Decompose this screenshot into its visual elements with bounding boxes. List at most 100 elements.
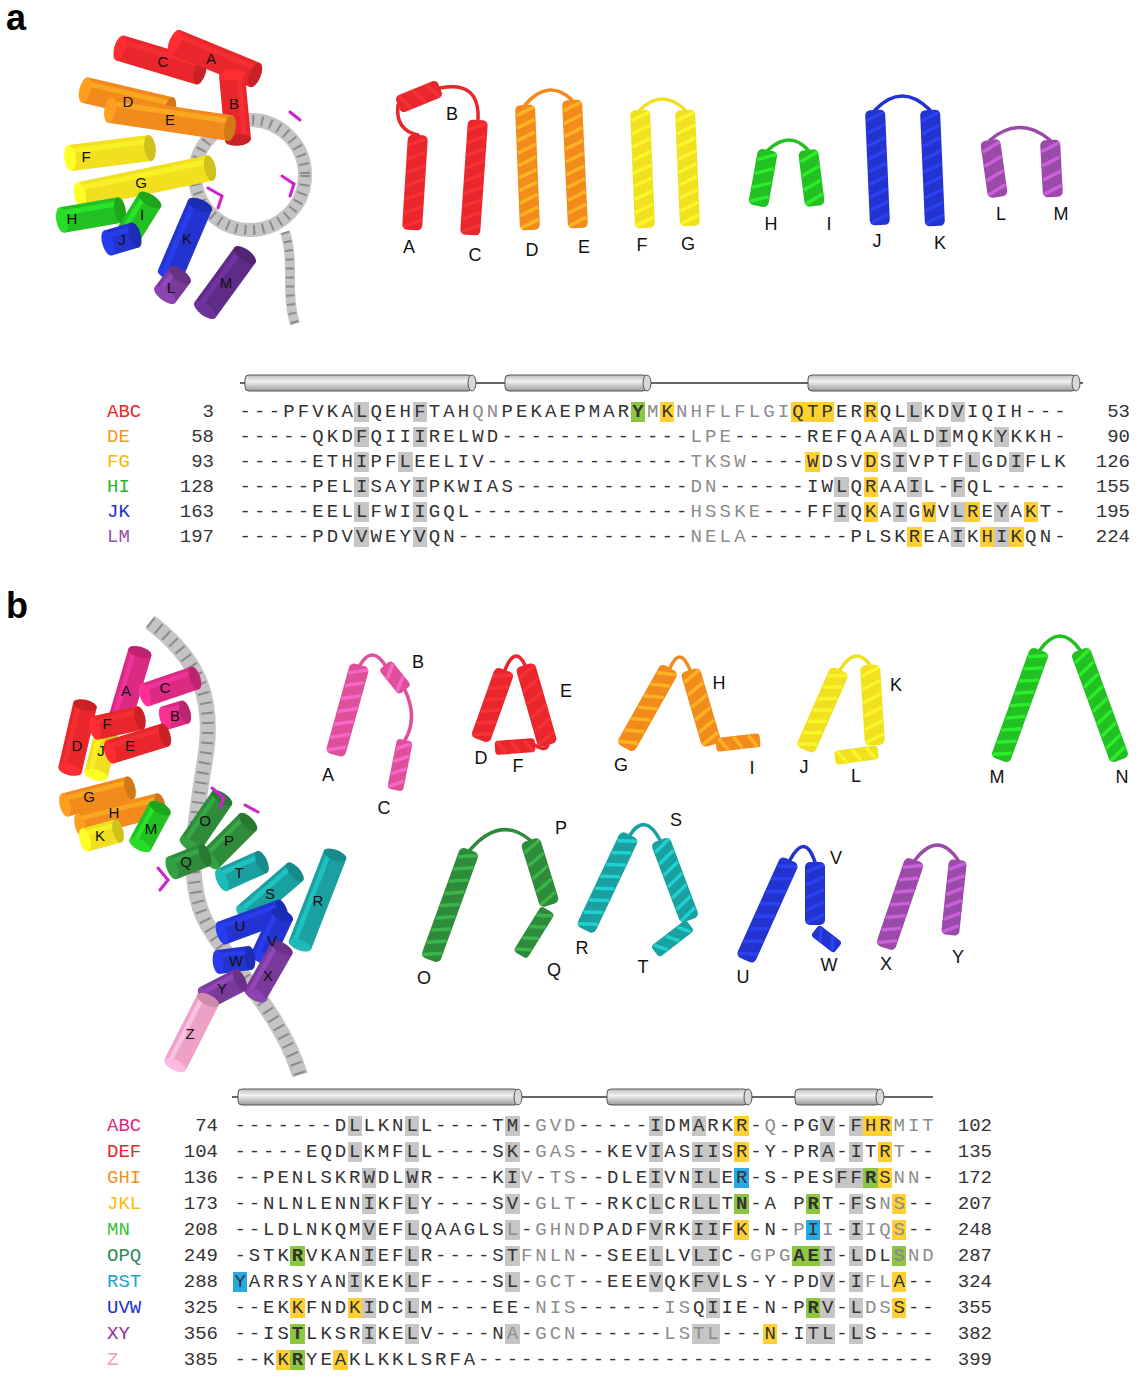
ribbon-turn	[674, 896, 694, 910]
helix-bar	[238, 1089, 518, 1105]
helix-label: G	[681, 235, 695, 253]
residue: I	[706, 1142, 720, 1162]
residue: K	[505, 1142, 519, 1162]
residue: -	[573, 477, 588, 497]
residue: K	[677, 1220, 691, 1240]
ribbon-turn	[497, 741, 506, 754]
residue: Q	[965, 477, 980, 497]
residue: F	[951, 452, 966, 472]
residue: H	[689, 402, 704, 422]
ribbon-turn	[467, 135, 486, 144]
residue: L	[878, 1272, 892, 1292]
ribbon-turn	[681, 215, 699, 224]
helix-label: D	[72, 738, 83, 753]
residue: -	[591, 1194, 605, 1214]
sequence-alignment: -----PDVVWEYVQN----------------NELA-----…	[238, 526, 1067, 548]
helix-label: Y	[217, 981, 227, 996]
helix-label: I	[826, 215, 831, 233]
ligand	[158, 112, 300, 890]
residue: -	[591, 1350, 605, 1370]
helix-ribbon	[630, 110, 655, 229]
ribbon-turn	[679, 189, 697, 198]
residue: P	[792, 1194, 806, 1214]
helix-label: K	[182, 231, 192, 246]
residue: L	[354, 502, 369, 522]
ribbon-turn	[738, 946, 758, 961]
ribbon-turn	[677, 138, 695, 147]
ribbon-turn	[517, 119, 535, 128]
ribbon-turn	[814, 927, 828, 941]
helix-label: T	[234, 865, 243, 880]
residue: -	[791, 452, 806, 472]
residue: V	[820, 1116, 834, 1136]
residue: N	[892, 1168, 906, 1188]
residue: P	[591, 1220, 605, 1240]
cylinder-body	[289, 851, 346, 950]
residue: S	[491, 1194, 505, 1214]
ribbon-turn	[612, 845, 632, 860]
ribbon-turn	[407, 164, 425, 173]
cylinder-cap	[57, 762, 83, 778]
residue: F	[354, 427, 369, 447]
residue: F	[520, 1246, 534, 1266]
residue: H	[689, 502, 704, 522]
ribbon-turn	[682, 670, 702, 683]
residue: D	[333, 1298, 347, 1318]
ribbon-turn	[534, 879, 554, 892]
residue: N	[319, 1298, 333, 1318]
ribbon-turn	[536, 732, 556, 745]
ribbon-turn	[518, 144, 536, 153]
sequence-alignment: --PENLSKRWDLWR----KIV-TS--DLEIVNILER-S-P…	[233, 1167, 935, 1189]
helix-cylinder	[151, 263, 194, 308]
helix-cylinder	[63, 134, 158, 171]
residue: Q	[663, 1272, 677, 1292]
ribbon-turn	[652, 839, 672, 853]
ribbon-turn	[563, 102, 581, 111]
cylinder-cap	[165, 28, 185, 56]
cylinder-cap	[245, 61, 265, 89]
helix-ribbon	[576, 831, 639, 935]
residue: -	[631, 502, 646, 522]
residue: A	[1009, 502, 1024, 522]
ribbon-turn	[948, 874, 965, 884]
residue: I	[362, 1298, 376, 1318]
residue: F	[835, 1168, 849, 1188]
ribbon-turn	[799, 152, 818, 162]
residue: S	[563, 1298, 577, 1318]
residue: C	[548, 1324, 562, 1344]
ribbon-turn	[518, 157, 536, 166]
residue: C	[663, 1194, 677, 1214]
sequence-alignment: -----PELISAYIPKWIAS------------DN------I…	[238, 476, 1067, 498]
residue: E	[606, 1272, 620, 1292]
residue: L	[718, 402, 733, 422]
residue: -	[835, 1298, 849, 1318]
residue: -	[563, 1350, 577, 1370]
residue: -	[529, 477, 544, 497]
ribbon-turn	[805, 194, 824, 204]
ribbon-turn	[566, 153, 584, 162]
residue: S	[677, 1324, 691, 1344]
residue: -	[591, 1298, 605, 1318]
residue: -	[514, 427, 529, 447]
residue: -	[477, 1194, 491, 1214]
residue: I	[413, 502, 428, 522]
residue: -	[863, 1350, 877, 1370]
residue: L	[505, 1272, 519, 1292]
residue: S	[563, 1142, 577, 1162]
cylinder-shine	[167, 996, 204, 1063]
residue: -	[543, 527, 558, 547]
ribbon-turn	[394, 753, 409, 764]
residue: D	[333, 1142, 347, 1162]
cylinder-cap	[219, 68, 246, 82]
residue: C	[391, 1298, 405, 1318]
residue: -	[660, 527, 675, 547]
residue: -	[233, 1350, 247, 1370]
residue: H	[1009, 402, 1024, 422]
cylinder-cap	[213, 920, 231, 946]
residue: -	[835, 1350, 849, 1370]
ribbon-turn	[331, 729, 350, 742]
residue: E	[325, 477, 340, 497]
residue: D	[663, 1116, 677, 1136]
ribbon-turn	[925, 202, 943, 211]
ribbon-turn	[749, 921, 769, 936]
